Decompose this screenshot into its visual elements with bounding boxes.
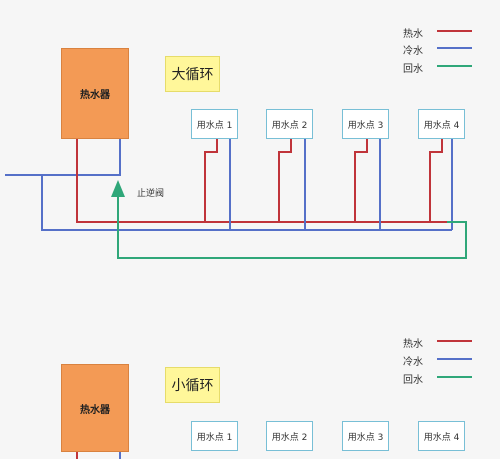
cold-inlet-pipe	[5, 139, 121, 176]
water-point-3: 用水点 3	[342, 109, 389, 139]
water-heater: 热水器	[61, 48, 129, 139]
legend-hot-label: 热水	[403, 29, 423, 40]
title-small-loop: 小循环	[165, 367, 220, 403]
title-small-loop-text: 小循环	[171, 378, 214, 394]
hot-main-pipe	[76, 139, 447, 223]
water-point-1-label: 用水点 1	[196, 120, 233, 131]
water-point-1: 用水点 1	[191, 109, 238, 139]
legend-return-label: 回水	[403, 64, 423, 75]
water-point-4-label: 用水点 4	[423, 120, 460, 131]
water-point-4-bottom: 用水点 4	[418, 421, 465, 451]
legend-cold-label-2: 冷水	[403, 357, 423, 368]
water-point-2-label: 用水点 2	[271, 120, 308, 131]
water-point-3-bottom-label: 用水点 3	[347, 432, 384, 443]
water-heater-2: 热水器	[61, 364, 129, 452]
water-point-3-label: 用水点 3	[347, 120, 384, 131]
title-large-loop-text: 大循环	[171, 67, 214, 83]
hot-riser-3	[354, 139, 368, 222]
water-point-4-bottom-label: 用水点 4	[423, 432, 460, 443]
legend-return-label-2: 回水	[403, 375, 423, 386]
cold-main-pipe	[41, 175, 230, 231]
title-large-loop: 大循环	[165, 56, 220, 92]
legend-hot-label-2: 热水	[403, 339, 423, 350]
water-point-2-bottom: 用水点 2	[266, 421, 313, 451]
check-valve-label: 止逆阀	[137, 189, 165, 199]
cold-riser-3	[379, 139, 452, 231]
heater-label: 热水器	[80, 90, 110, 101]
water-point-2: 用水点 2	[266, 109, 313, 139]
return-pipe	[117, 197, 467, 259]
water-point-1-bottom-label: 用水点 1	[196, 432, 233, 443]
water-point-3-bottom: 用水点 3	[342, 421, 389, 451]
heater-label-2: 热水器	[80, 404, 110, 416]
water-point-4: 用水点 4	[418, 109, 465, 139]
hot-riser-2	[278, 139, 292, 222]
hot-riser-4	[429, 139, 443, 222]
water-point-2-bottom-label: 用水点 2	[271, 432, 308, 443]
check-valve-icon	[111, 180, 125, 197]
legend-cold-label: 冷水	[403, 46, 423, 57]
water-point-1-bottom: 用水点 1	[191, 421, 238, 451]
cold-riser-1	[229, 139, 305, 231]
hot-riser-1	[204, 139, 218, 222]
cold-riser-2	[304, 139, 380, 231]
